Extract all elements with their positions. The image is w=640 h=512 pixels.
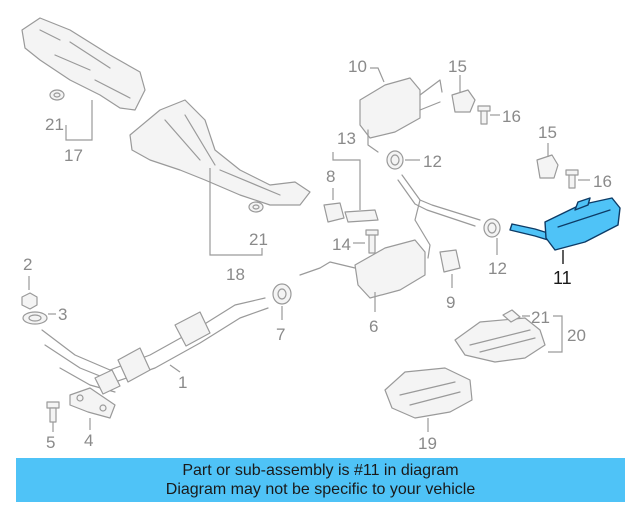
label-14: 14	[332, 235, 351, 254]
label-8: 8	[326, 167, 335, 186]
label-16: 16	[502, 107, 521, 126]
exhaust-parts-diagram: 21 17 21 18 10 15 16 13 8	[21, 17, 621, 453]
label-21: 21	[531, 308, 550, 327]
part-12-clamp-lower	[483, 218, 501, 238]
banner-line-2: Diagram may not be specific to your vehi…	[165, 481, 476, 498]
part-3-gasket	[22, 311, 48, 325]
label-16: 16	[593, 172, 612, 191]
label-15: 15	[538, 123, 557, 142]
label-6: 6	[369, 317, 378, 336]
part-13-bracket	[344, 209, 379, 223]
part-12-clamp-upper	[386, 150, 404, 170]
part-10-resonator	[359, 77, 443, 153]
part-5-bolt	[46, 401, 60, 423]
part-9-isolator	[439, 249, 461, 273]
label-9: 9	[446, 293, 455, 312]
part-16-bolt-lower	[565, 169, 579, 189]
part-11-rear-muffler	[509, 197, 621, 251]
part-21-clip-b	[248, 201, 264, 213]
label-21: 21	[45, 115, 64, 134]
part-7-clamp	[272, 283, 292, 305]
leader-13	[332, 152, 361, 210]
part-6-center-muffler	[299, 239, 426, 299]
part-18-heat-shield	[129, 99, 311, 206]
part-8-isolator	[323, 202, 345, 223]
part-19-heat-shield	[384, 367, 473, 419]
label-2: 2	[23, 255, 32, 274]
label-12: 12	[423, 152, 442, 171]
info-banner: Part or sub-assembly is #11 in diagram D…	[16, 458, 625, 502]
leader-10	[370, 67, 385, 83]
part-16-bolt-upper	[477, 105, 491, 125]
part-y-pipe	[397, 174, 481, 259]
part-21-clip-a	[49, 89, 65, 101]
banner-line-1: Part or sub-assembly is #11 in diagram	[182, 462, 459, 479]
label-12: 12	[488, 259, 507, 278]
part-4-gasket	[69, 387, 116, 419]
leader-1	[169, 364, 181, 373]
leader-18	[209, 168, 263, 256]
label-7: 7	[276, 325, 285, 344]
part-1-front-pipe	[41, 297, 269, 395]
part-20-heat-shield	[454, 317, 546, 363]
label-11: 11	[553, 268, 572, 288]
part-17-heat-shield	[21, 17, 146, 111]
label-10: 10	[348, 57, 367, 76]
label-4: 4	[84, 431, 93, 450]
leader-17	[65, 100, 93, 141]
part-14-bolt	[365, 229, 379, 254]
label-15: 15	[448, 57, 467, 76]
label-17: 17	[64, 146, 83, 165]
leader-20	[522, 315, 563, 353]
label-21: 21	[249, 230, 268, 249]
label-1: 1	[178, 373, 187, 392]
part-21-clip-c	[502, 309, 521, 323]
label-20: 20	[567, 326, 586, 345]
label-3: 3	[58, 305, 67, 324]
label-19: 19	[418, 434, 437, 453]
label-18: 18	[226, 265, 245, 284]
part-2-nut	[21, 292, 38, 310]
part-15-hanger-lower	[536, 154, 559, 179]
label-5: 5	[46, 433, 55, 452]
part-15-hanger-upper	[451, 89, 476, 113]
label-13: 13	[337, 129, 356, 148]
